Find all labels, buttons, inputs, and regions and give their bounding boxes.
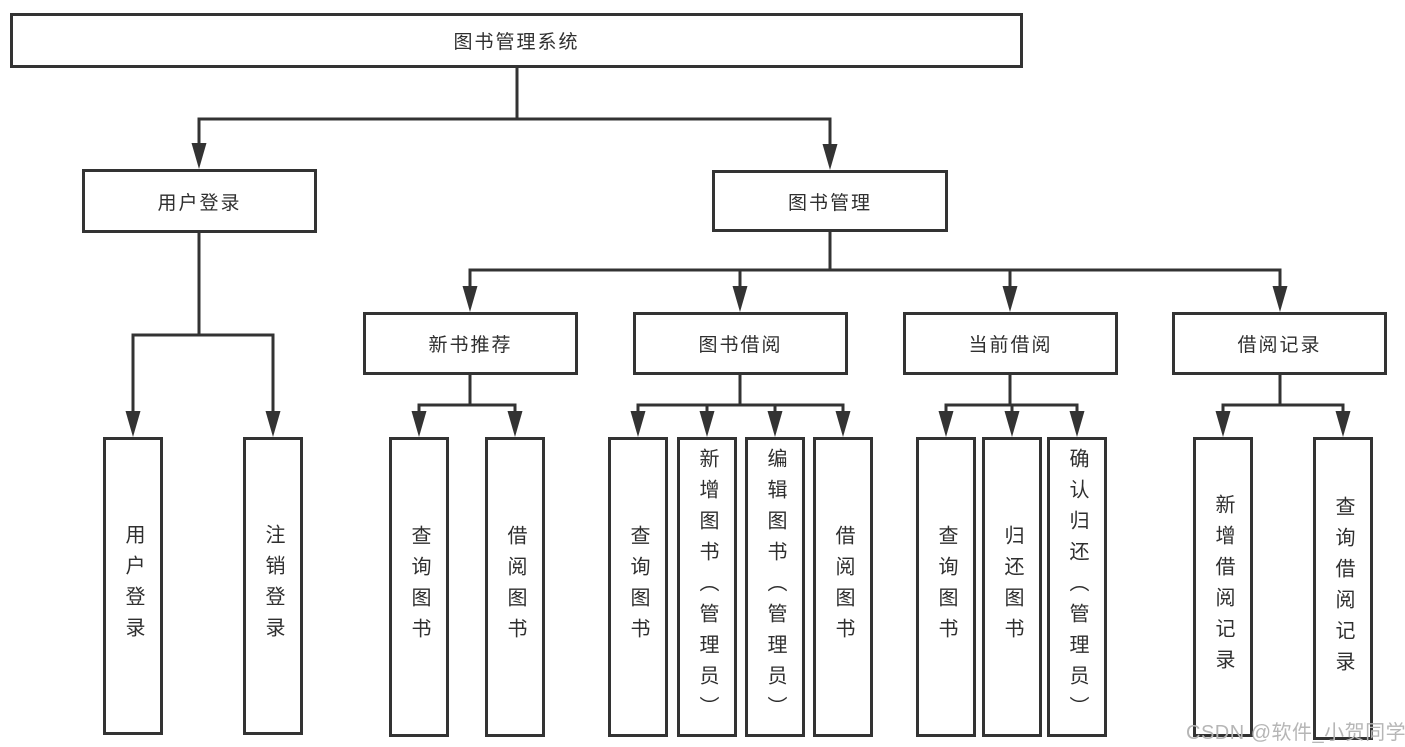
- leaf-borrow-books-recommend: 借阅图书: [485, 437, 545, 737]
- node-library-system: 图书管理系统: [10, 13, 1023, 68]
- leaf-edit-books-admin: 编辑图书（管理员）: [745, 437, 805, 737]
- node-user-login-branch: 用户登录: [82, 169, 317, 233]
- node-current-borrowing: 当前借阅: [903, 312, 1118, 375]
- leaf-query-borrow-record: 查询借阅记录: [1313, 437, 1373, 740]
- connector-paths: [131, 68, 1345, 415]
- csdn-watermark: CSDN @软件_小贺同学: [1186, 722, 1405, 744]
- leaf-borrow-books: 借阅图书: [813, 437, 873, 737]
- leaf-add-books-admin: 新增图书（管理员）: [677, 437, 737, 737]
- leaf-query-books-borrowing: 查询图书: [608, 437, 668, 737]
- leaf-return-books: 归还图书: [982, 437, 1042, 737]
- leaf-logout: 注销登录: [243, 437, 303, 735]
- node-new-book-recommend: 新书推荐: [363, 312, 578, 375]
- arrowheads: [125, 143, 1351, 437]
- node-book-borrowing: 图书借阅: [633, 312, 848, 375]
- leaf-add-borrow-record: 新增借阅记录: [1193, 437, 1253, 737]
- node-book-management: 图书管理: [712, 170, 948, 232]
- node-borrowing-records: 借阅记录: [1172, 312, 1387, 375]
- leaf-confirm-return-admin: 确认归还（管理员）: [1047, 437, 1107, 737]
- leaf-query-books-current: 查询图书: [916, 437, 976, 737]
- leaf-user-login: 用户登录: [103, 437, 163, 735]
- leaf-query-books-recommend: 查询图书: [389, 437, 449, 737]
